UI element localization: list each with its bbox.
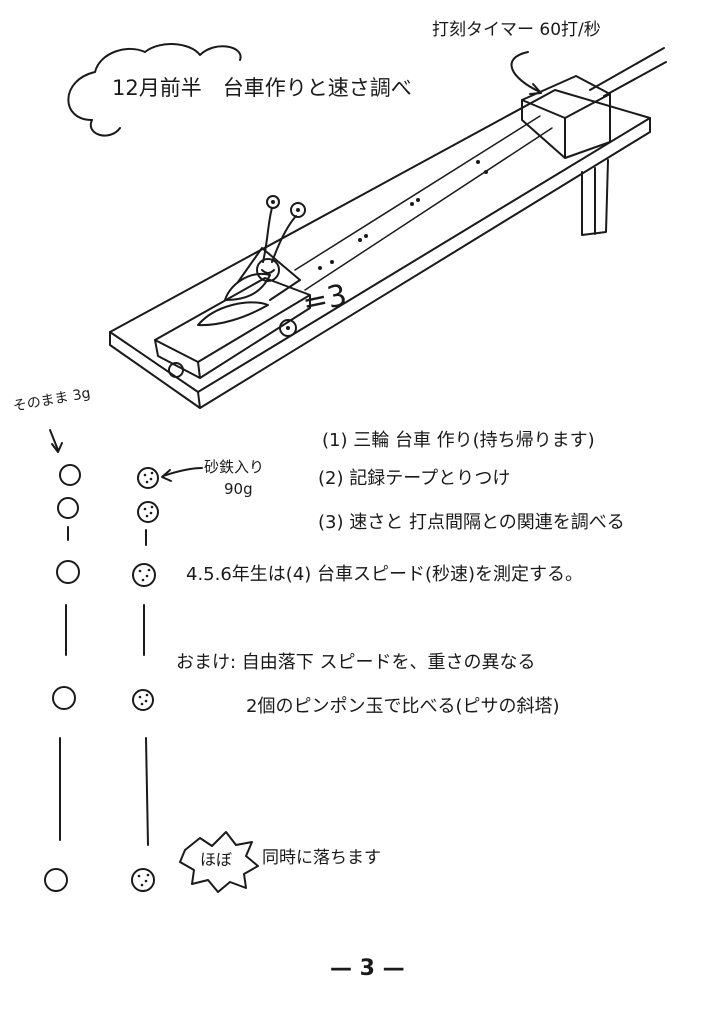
light-ball-arrow	[49, 429, 59, 451]
heavy-ball	[132, 563, 156, 587]
step-3: (3) 速さと 打点間隔との関連を調べる	[318, 512, 625, 533]
equals-label: =3	[299, 277, 350, 322]
light-ball-column	[44, 464, 81, 892]
drop-result: 同時に落ちます	[262, 848, 381, 868]
page-title: 12月前半 台車作りと速さ調べ	[112, 76, 412, 100]
heavy-ball	[132, 689, 154, 711]
cart	[154, 195, 311, 379]
timer-label: 打刻タイマー 60打/秒	[432, 20, 601, 40]
ramp	[109, 47, 667, 409]
burst-label: ほぼ	[200, 850, 233, 869]
heavy-ball-column	[131, 467, 159, 892]
page-number: — 3 —	[330, 956, 405, 981]
timer-arrow	[510, 51, 541, 93]
heavy-ball	[137, 501, 159, 523]
bonus-line-1: おまけ: 自由落下 スピードを、重さの異なる	[176, 652, 536, 673]
heavy-ball-arrow	[162, 467, 203, 477]
bonus-line-2: 2個のピンポン玉で比べる(ピサの斜塔)	[246, 696, 560, 717]
heavy-ball	[137, 467, 159, 489]
step-2: (2) 記録テープとりつけ	[318, 468, 511, 489]
heavy-ball-label: 砂鉄入り	[204, 458, 265, 476]
step-4: 4.5.6年生は(4) 台車スピード(秒速)を測定する。	[186, 564, 584, 585]
title-cloud	[67, 43, 242, 121]
recording-tape	[294, 115, 553, 291]
step-1: (1) 三輪 台車 作り(持ち帰ります)	[322, 430, 595, 451]
heavy-ball	[131, 868, 155, 892]
heavy-ball-weight: 90g	[224, 480, 253, 498]
ticker-timer	[521, 75, 611, 159]
burst-shape	[179, 831, 259, 893]
